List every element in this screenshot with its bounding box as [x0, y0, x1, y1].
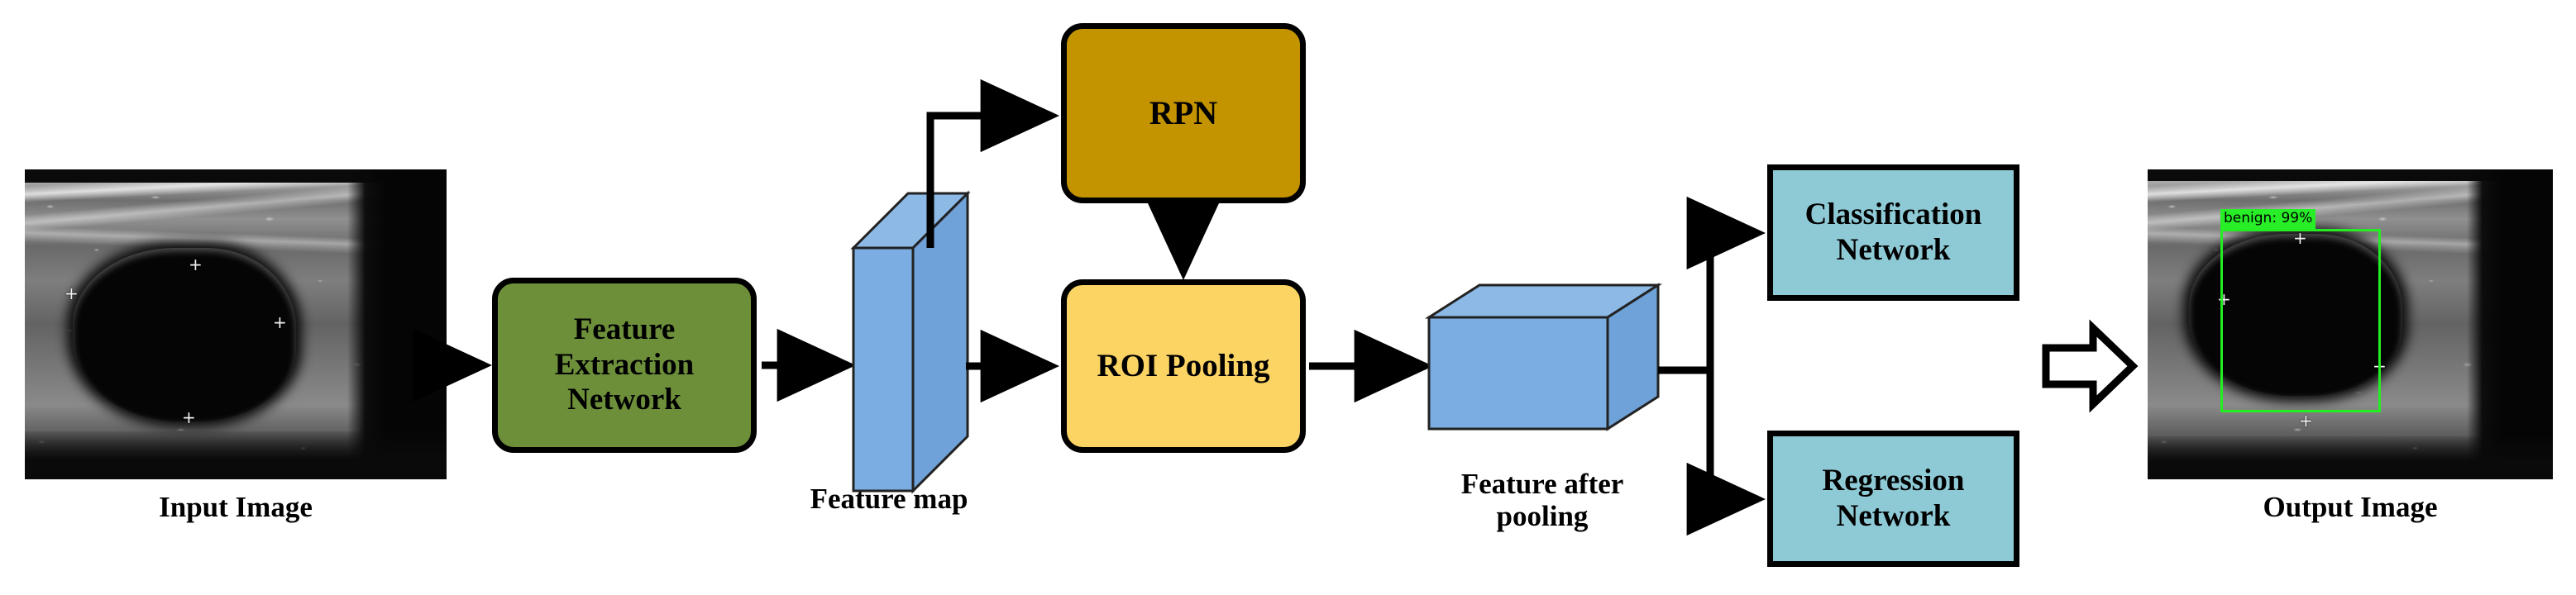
lesion-rim: [73, 248, 296, 421]
feature-after-pooling-caption: Feature after pooling: [1460, 468, 1624, 533]
detection-label-badge: benign: 99%: [2220, 209, 2316, 229]
output-image-thumbnail: + + + + benign: 99%: [2148, 169, 2553, 479]
input-image-thumbnail: + + + +: [25, 169, 447, 479]
roi-pooling-box[interactable]: ROI Pooling: [1061, 279, 1306, 453]
classification-network-label: Classification Network: [1804, 197, 1982, 267]
detection-bounding-box: [2220, 229, 2381, 412]
arrow-feature-map-to-rpn: [926, 79, 1059, 248]
ultrasound-right-band: [347, 169, 447, 479]
feature-map-caption: Feature map: [810, 483, 968, 515]
arrow-feature-after-pooling-to-classification: [1658, 196, 1766, 374]
caliper-marker: +: [273, 312, 287, 332]
arrow-feature-after-pooling-to-regression: [1658, 366, 1766, 536]
feature-extraction-network-label: Feature Extraction Network: [554, 312, 695, 417]
caliper-marker: +: [65, 283, 79, 303]
input-image-caption: Input Image: [159, 491, 313, 523]
caliper-marker: +: [182, 407, 196, 427]
ultrasound-top-band: [25, 169, 447, 183]
rpn-box[interactable]: RPN: [1061, 23, 1306, 203]
ultrasound-bottom-band: [2148, 436, 2553, 479]
rpn-label: RPN: [1149, 93, 1218, 131]
regression-network-box[interactable]: Regression Network: [1767, 431, 2019, 567]
caliper-marker: +: [2299, 411, 2313, 431]
feature-map-tensor: [850, 190, 971, 494]
feature-extraction-network-box[interactable]: Feature Extraction Network: [492, 278, 757, 453]
caliper-marker: +: [189, 255, 203, 274]
lesion-region: [73, 248, 296, 421]
lesion-region: [2189, 234, 2402, 396]
ultrasound-bottom-band: [25, 431, 447, 479]
roi-pooling-label: ROI Pooling: [1097, 348, 1270, 384]
classification-network-box[interactable]: Classification Network: [1767, 164, 2019, 301]
hollow-block-arrow-icon: [2042, 319, 2139, 413]
caliper-marker: +: [2293, 228, 2307, 248]
feature-after-pooling-tensor: [1424, 283, 1663, 431]
output-image-caption: Output Image: [2263, 491, 2438, 523]
ultrasound-top-band: [2148, 169, 2553, 181]
regression-network-label: Regression Network: [1822, 463, 1965, 533]
ultrasound-right-band: [2467, 169, 2553, 479]
